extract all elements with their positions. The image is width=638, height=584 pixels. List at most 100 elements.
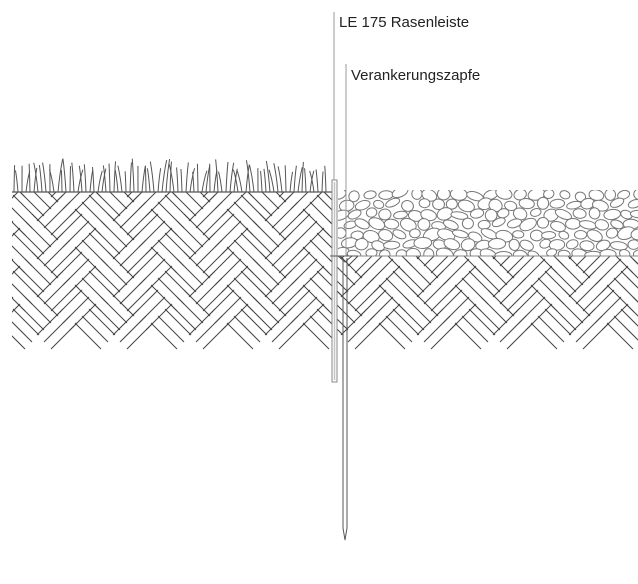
soil-hatch-stroke (405, 145, 431, 171)
gravel-stone (445, 198, 458, 210)
grass-blade (89, 169, 94, 193)
soil-hatch-stroke (0, 323, 1, 349)
soil-hatch-stroke (32, 62, 58, 88)
soil-hatch-stroke (507, 95, 533, 121)
grass-blade (42, 162, 47, 193)
soil-hatch-stroke (215, 107, 241, 133)
soil-hatch-stroke (157, 315, 185, 343)
soil-hatch-stroke (341, 157, 367, 183)
soil-hatch-stroke (208, 100, 234, 126)
soil-hatch-stroke (317, 119, 343, 145)
soil-hatch-stroke (146, 76, 172, 102)
soil-hatch-stroke (588, 100, 614, 126)
grass-blade (57, 158, 64, 193)
grass-blade (185, 162, 189, 193)
soil-hatch-stroke (595, 107, 621, 133)
gravel-stone (579, 240, 595, 252)
grass-blade (114, 170, 119, 193)
soil-hatch-stroke (569, 81, 595, 107)
soil-hatch-stroke (621, 81, 638, 107)
soil-hatch-stroke (56, 100, 82, 126)
gravel-stone (362, 230, 380, 243)
soil-hatch-stroke (151, 133, 177, 159)
soil-hatch-stroke (89, 81, 115, 107)
soil-hatch-stroke (336, 138, 362, 164)
soil-hatch-stroke (412, 100, 438, 126)
soil-hatch-stroke (284, 100, 310, 126)
soil-hatch-stroke (500, 164, 526, 190)
grass-blade (315, 169, 319, 193)
soil-hatch-stroke (404, 296, 432, 324)
soil-hatch-stroke (278, 192, 306, 198)
soil-hatch-stroke (481, 107, 507, 133)
soil-hatch-stroke (259, 192, 287, 203)
soil-hatch-stroke (184, 62, 210, 88)
grass-blade (78, 165, 83, 193)
soil-hatch-stroke (341, 119, 367, 145)
gravel-stone (409, 228, 421, 239)
soil-hatch-stroke (100, 192, 128, 210)
soil-hatch-stroke (526, 114, 552, 140)
soil-hatch-stroke (557, 145, 583, 171)
soil-hatch-stroke (70, 114, 96, 140)
soil-hatch-stroke (56, 62, 82, 88)
soil-hatch-stroke (602, 152, 628, 178)
gravel-stone (435, 247, 454, 256)
soil-hatch-stroke (120, 88, 146, 114)
gravel-stone (443, 219, 459, 231)
grass-blade (189, 168, 196, 193)
grass-layer (13, 158, 327, 193)
soil-hatch-stroke (0, 107, 13, 133)
soil-hatch-stroke (32, 100, 58, 126)
soil-hatch-stroke (317, 157, 343, 183)
soil-hatch-stroke (392, 308, 420, 336)
soil-hatch-stroke (412, 138, 438, 164)
grass-blade (62, 158, 67, 193)
grass-blade (131, 158, 135, 193)
grass-blade (301, 161, 304, 193)
gravel-stone (633, 190, 638, 201)
soil-hatch-stroke (169, 265, 197, 293)
gravel-stone (479, 248, 498, 256)
soil-hatch-stroke (82, 126, 108, 152)
soil-hatch-stroke (165, 119, 191, 145)
soil-hatch-stroke (208, 62, 234, 88)
soil-hatch-stroke (0, 176, 6, 202)
soil-hatch-stroke (468, 308, 496, 336)
soil-hatch-stroke (545, 81, 571, 107)
soil-hatch-stroke (291, 145, 317, 171)
soil-hatch-stroke (480, 296, 508, 324)
soil-hatch-stroke (366, 258, 394, 286)
soil-hatch-stroke (386, 88, 412, 114)
soil-hatch-stroke (176, 192, 204, 210)
soil-hatch-stroke (455, 95, 481, 121)
soil-hatch-stroke (405, 107, 431, 133)
grass-blade (277, 166, 283, 193)
soil-hatch-stroke (245, 303, 273, 331)
soil-hatch-stroke (569, 157, 595, 183)
soil-hatch-stroke (189, 81, 215, 107)
gravel-stone (529, 229, 544, 242)
soil-hatch-stroke (12, 296, 14, 324)
gravel-stone (518, 197, 535, 210)
soil-hatch-stroke (556, 296, 584, 324)
soil-hatch-stroke (500, 126, 526, 152)
soil-hatch-stroke (169, 303, 197, 331)
soil-hatch-stroke (245, 227, 273, 255)
soil-hatch-stroke (335, 289, 363, 317)
soil-hatch-stroke (170, 114, 196, 140)
soil-hatch-stroke (176, 258, 204, 286)
soil-hatch-stroke (17, 265, 45, 293)
gravel-stone (405, 247, 421, 256)
soil-hatch-stroke (177, 69, 203, 95)
grass-blade (33, 167, 38, 193)
soil-hatch-stroke (474, 152, 500, 178)
soil-hatch-stroke (234, 88, 260, 114)
soil-hatch-stroke (537, 315, 565, 343)
grass-blade (83, 164, 87, 193)
soil-hatch-stroke (379, 95, 405, 121)
soil-hatch-stroke (614, 126, 638, 152)
soil-hatch-stroke (259, 251, 287, 279)
soil-hatch-stroke (298, 114, 324, 140)
soil-hatch-stroke (226, 322, 254, 350)
